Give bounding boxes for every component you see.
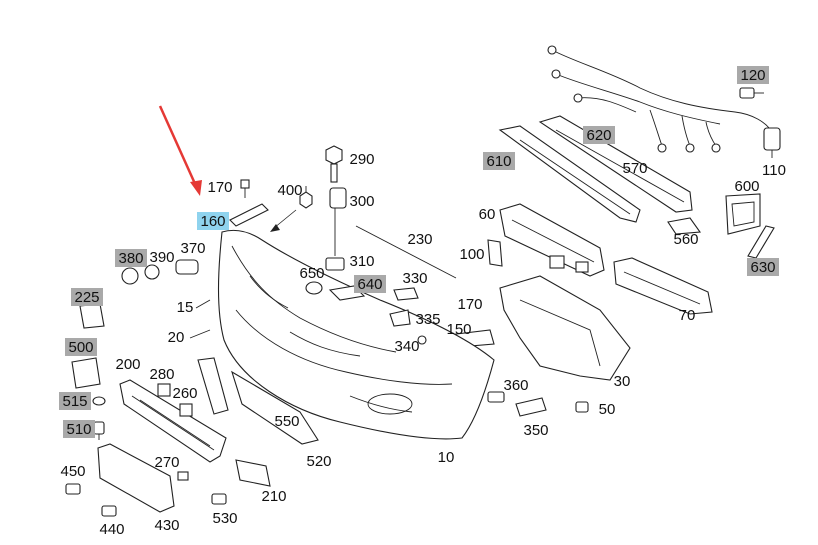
label-160-text: 160 <box>200 213 225 230</box>
label-335: 335 <box>415 311 440 328</box>
rod-230 <box>355 225 457 279</box>
label-610: 610 <box>483 152 515 170</box>
label-30: 30 <box>614 373 631 390</box>
label-515-text: 515 <box>62 393 87 410</box>
side-grilles <box>667 193 775 259</box>
label-120-text: 120 <box>740 67 765 84</box>
label-60: 60 <box>479 206 496 223</box>
label-630-text: 630 <box>750 259 775 276</box>
label-640-text: 640 <box>357 276 382 293</box>
label-110: 110 <box>762 162 786 179</box>
label-560: 560 <box>673 231 698 248</box>
pointer-arrow <box>158 105 202 196</box>
label-500: 500 <box>65 338 97 356</box>
label-370: 370 <box>180 240 205 257</box>
part-labels: 120 620 610 570 110 600 560 630 60 100 7… <box>59 66 786 538</box>
label-440: 440 <box>99 521 124 538</box>
label-510: 510 <box>63 420 95 438</box>
label-600: 600 <box>734 178 759 195</box>
right-fasteners <box>487 391 589 417</box>
label-380: 380 <box>115 249 147 267</box>
label-70: 70 <box>679 307 696 324</box>
label-120: 120 <box>737 66 769 84</box>
label-610-text: 610 <box>486 153 511 170</box>
label-530: 530 <box>212 510 237 527</box>
label-300: 300 <box>349 193 374 210</box>
parking-sensors <box>121 259 199 285</box>
label-170-right: 170 <box>457 296 482 313</box>
label-150: 150 <box>446 321 471 338</box>
impact-absorber <box>499 203 713 315</box>
label-200: 200 <box>115 356 140 373</box>
label-50: 50 <box>599 401 616 418</box>
label-170-top: 170 <box>207 179 232 196</box>
label-550: 550 <box>274 413 299 430</box>
part-drawings <box>65 45 781 517</box>
label-640: 640 <box>354 275 386 293</box>
label-310: 310 <box>349 253 374 270</box>
label-20: 20 <box>168 329 185 346</box>
label-260: 260 <box>172 385 197 402</box>
label-160: 160 <box>197 212 229 230</box>
label-210: 210 <box>261 488 286 505</box>
left-small-parts <box>71 299 211 440</box>
label-650: 650 <box>299 265 324 282</box>
label-225: 225 <box>71 288 103 306</box>
label-330: 330 <box>402 270 427 287</box>
label-360: 360 <box>503 377 528 394</box>
label-100: 100 <box>459 246 484 263</box>
label-515: 515 <box>59 392 91 410</box>
label-290: 290 <box>349 151 374 168</box>
label-430: 430 <box>154 517 179 534</box>
label-340: 340 <box>394 338 419 355</box>
upper-reinforcement <box>498 115 693 223</box>
label-520: 520 <box>306 453 331 470</box>
label-15: 15 <box>177 299 194 316</box>
label-620-text: 620 <box>586 127 611 144</box>
label-380-text: 380 <box>118 250 143 267</box>
label-280: 280 <box>149 366 174 383</box>
clip-and-screws <box>229 179 313 232</box>
label-510-text: 510 <box>66 421 91 438</box>
bumper-cover <box>217 229 495 440</box>
label-630: 630 <box>747 258 779 276</box>
label-350: 350 <box>523 422 548 439</box>
mount-bracket <box>487 239 503 267</box>
label-230: 230 <box>407 231 432 248</box>
label-10: 10 <box>438 449 455 466</box>
label-390: 390 <box>149 249 174 266</box>
label-570: 570 <box>622 160 647 177</box>
label-450: 450 <box>60 463 85 480</box>
label-270: 270 <box>154 454 179 471</box>
label-400: 400 <box>277 182 302 199</box>
front-grille <box>97 379 227 513</box>
label-225-text: 225 <box>74 289 99 306</box>
label-500-text: 500 <box>68 339 93 356</box>
label-620: 620 <box>583 126 615 144</box>
wiring-harness <box>547 45 781 158</box>
small-fasteners <box>65 383 271 517</box>
lower-trims <box>197 357 319 445</box>
